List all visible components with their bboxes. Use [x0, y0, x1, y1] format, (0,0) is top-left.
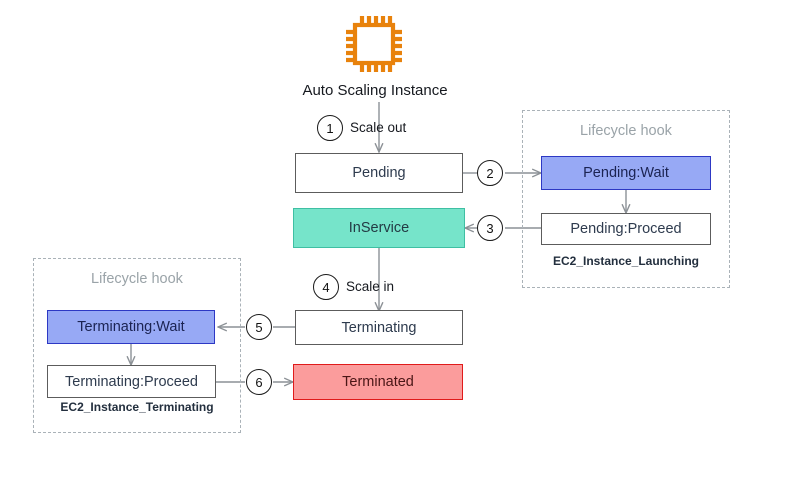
step-badge-4[interactable]: 4 [313, 274, 339, 300]
ec2-instance-chip-icon [346, 16, 402, 72]
lifecycle-hook-title-launching: Lifecycle hook [580, 123, 672, 139]
state-box-pending-proceed[interactable]: Pending:Proceed [541, 213, 711, 245]
lifecycle-hook-title-terminating: Lifecycle hook [91, 271, 183, 287]
state-box-terminating-wait[interactable]: Terminating:Wait [47, 310, 215, 344]
step-badge-3[interactable]: 3 [477, 215, 503, 241]
state-box-inservice[interactable]: InService [293, 208, 465, 248]
state-box-pending[interactable]: Pending [295, 153, 463, 193]
step-badge-1[interactable]: 1 [317, 115, 343, 141]
lifecycle-hook-group-terminating: Lifecycle hook EC2_Instance_Terminating [33, 258, 241, 433]
edge-label-scale-out: Scale out [350, 120, 407, 135]
lifecycle-hook-footer-launching: EC2_Instance_Launching [552, 254, 700, 268]
state-box-terminating[interactable]: Terminating [295, 310, 463, 345]
state-box-terminating-proceed[interactable]: Terminating:Proceed [47, 365, 216, 398]
lifecycle-hook-group-launching: Lifecycle hook EC2_Instance_Launching [522, 110, 730, 288]
state-box-terminated[interactable]: Terminated [293, 364, 463, 400]
edge-label-scale-in: Scale in [346, 279, 395, 294]
page-title: Auto Scaling Instance [302, 82, 448, 99]
state-box-pending-wait[interactable]: Pending:Wait [541, 156, 711, 190]
step-badge-6[interactable]: 6 [246, 369, 272, 395]
step-badge-2[interactable]: 2 [477, 160, 503, 186]
lifecycle-hook-footer-terminating: EC2_Instance_Terminating [60, 400, 214, 414]
step-badge-5[interactable]: 5 [246, 314, 272, 340]
